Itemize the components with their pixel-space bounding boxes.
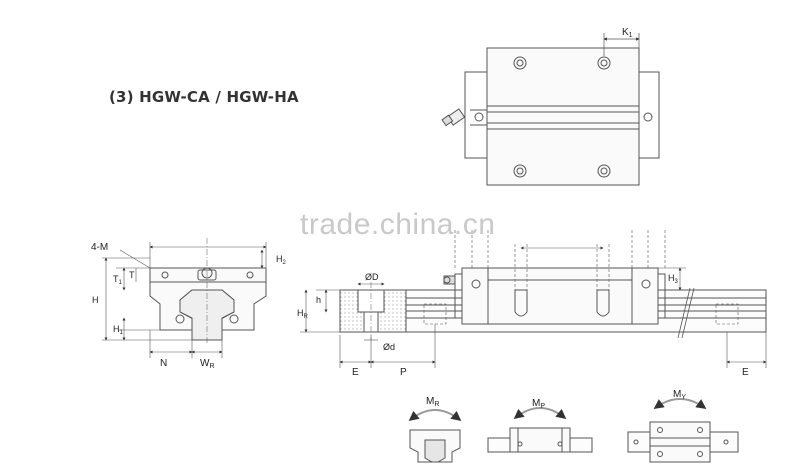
moment-diagram-my: [627, 398, 739, 463]
k1-label: K1: [622, 27, 633, 39]
my-label: MY: [673, 389, 686, 401]
t1-label: T1: [113, 274, 123, 286]
figure-title: (3) HGW-CA / HGW-HA: [109, 88, 299, 106]
moment-diagram-mp: [487, 407, 593, 453]
h-small-label: h: [316, 295, 321, 305]
e-right-label: E: [742, 367, 749, 378]
h1-label: H1: [113, 324, 124, 336]
n-label: N: [160, 358, 167, 369]
od-small-label: Ød: [383, 342, 395, 352]
mp-label: MP: [532, 398, 545, 410]
wr-label: WR: [200, 358, 215, 370]
mounting-hole-icon: [513, 56, 611, 178]
h2-label: H2: [276, 254, 287, 266]
e-left-label: E: [352, 367, 359, 378]
grease-nipple-icon: [443, 275, 456, 285]
hr-label: HR: [297, 308, 309, 320]
moment-diagram-mr: [408, 409, 462, 463]
four-m-label: 4-M: [91, 242, 108, 253]
front-view: [102, 238, 267, 358]
side-view: [300, 230, 767, 368]
watermark-text: trade.china.cn: [300, 208, 496, 241]
h-label: H: [92, 295, 99, 305]
grease-nipple-icon: [441, 108, 466, 127]
t-label: T: [129, 270, 135, 280]
mr-label: MR: [426, 396, 439, 408]
od-label: ØD: [365, 272, 379, 282]
top-view: [441, 33, 660, 186]
h3-label: H3: [668, 273, 679, 285]
p-label: P: [400, 367, 407, 378]
